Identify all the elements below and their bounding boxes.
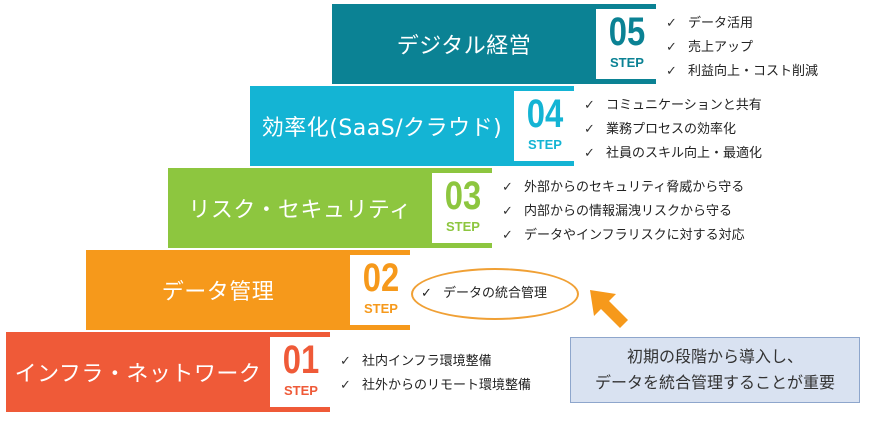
step-02: データ管理 02 STEP: [86, 250, 412, 330]
step-01-items: ✓社内インフラ環境整備 ✓社外からのリモート環境整備: [340, 350, 531, 398]
check-icon: ✓: [666, 16, 677, 31]
check-icon: ✓: [340, 354, 351, 369]
step-05-badge: 05 STEP: [596, 9, 658, 79]
step-02-step-label: STEP: [364, 301, 398, 316]
step-02-number: 02: [362, 256, 400, 300]
list-item: ✓社員のスキル向上・最適化: [584, 142, 762, 166]
step-04: 効率化(SaaS/クラウド) 04 STEP: [250, 86, 576, 166]
step-03-items: ✓外部からのセキュリティ脅威から守る ✓内部からの情報漏洩リスクから守る ✓デー…: [502, 176, 745, 248]
list-item: ✓社内インフラ環境整備: [340, 350, 531, 374]
step-01-number: 01: [282, 338, 320, 382]
step-03-step-label: STEP: [446, 219, 480, 234]
list-item: ✓利益向上・コスト削減: [666, 60, 818, 84]
check-icon: ✓: [502, 204, 513, 219]
list-item: ✓コミュニケーションと共有: [584, 94, 762, 118]
step-04-title: 効率化(SaaS/クラウド): [261, 116, 503, 141]
check-icon: ✓: [666, 40, 677, 55]
check-icon: ✓: [666, 64, 677, 79]
step-05-step-label: STEP: [610, 55, 644, 70]
check-icon: ✓: [340, 378, 351, 393]
step-01: インフラ・ネットワーク 01 STEP: [6, 332, 332, 412]
arrow-icon: [590, 290, 628, 328]
step-05-number: 05: [608, 10, 646, 54]
check-icon: ✓: [584, 98, 595, 113]
highlight-oval: [411, 268, 579, 320]
step-04-items: ✓コミュニケーションと共有 ✓業務プロセスの効率化 ✓社員のスキル向上・最適化: [584, 94, 762, 166]
list-item: ✓外部からのセキュリティ脅威から守る: [502, 176, 745, 200]
step-01-title: インフラ・ネットワーク: [14, 362, 262, 387]
step-03-title: リスク・セキュリティ: [188, 198, 412, 223]
step-05-items: ✓データ活用 ✓売上アップ ✓利益向上・コスト削減: [666, 12, 818, 84]
list-item: ✓業務プロセスの効率化: [584, 118, 762, 142]
list-item: ✓社外からのリモート環境整備: [340, 374, 531, 398]
list-item: ✓売上アップ: [666, 36, 818, 60]
list-item: ✓内部からの情報漏洩リスクから守る: [502, 200, 745, 224]
step-04-number: 04: [526, 92, 564, 136]
step-03: リスク・セキュリティ 03 STEP: [168, 168, 494, 248]
step-04-badge: 04 STEP: [514, 91, 576, 161]
step-05: デジタル経営 05 STEP: [332, 4, 658, 84]
step-03-number: 03: [444, 174, 482, 218]
callout-box: 初期の段階から導入し、 データを統合管理することが重要: [570, 337, 860, 403]
check-icon: ✓: [584, 122, 595, 137]
check-icon: ✓: [502, 228, 513, 243]
step-01-badge: 01 STEP: [270, 337, 332, 407]
callout-line-1: 初期の段階から導入し、: [626, 347, 803, 366]
list-item: ✓データ活用: [666, 12, 818, 36]
step-05-title: デジタル経営: [396, 34, 532, 59]
step-04-step-label: STEP: [528, 137, 562, 152]
callout-line-2: データを統合管理することが重要: [594, 373, 835, 392]
step-02-item: ✓データの統合管理: [421, 286, 548, 301]
list-item: ✓データやインフラリスクに対する対応: [502, 224, 745, 248]
check-icon: ✓: [584, 146, 595, 161]
step-01-step-label: STEP: [284, 383, 318, 398]
step-03-badge: 03 STEP: [432, 173, 494, 243]
check-icon: ✓: [502, 180, 513, 195]
step-02-badge: 02 STEP: [350, 255, 412, 325]
step-02-title: データ管理: [161, 280, 275, 305]
check-icon: ✓: [421, 286, 432, 301]
